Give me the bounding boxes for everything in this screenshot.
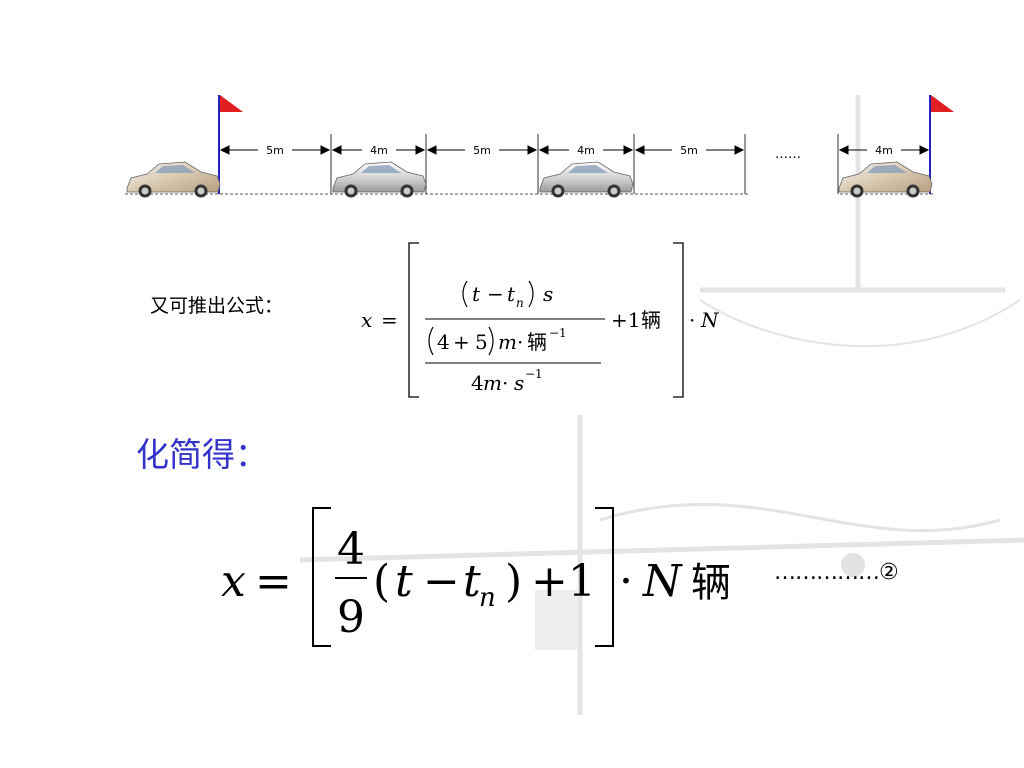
f2-dot: · — [619, 556, 633, 607]
f1-den-dot: · — [517, 330, 523, 354]
gap-label-2: 4m — [370, 144, 388, 157]
f2-tn-sub: n — [479, 583, 496, 613]
f2-right-bracket — [595, 507, 614, 647]
simplify-label: 化简得： — [136, 435, 268, 474]
f2-left-paren: ( — [373, 556, 390, 607]
car-icon — [838, 161, 933, 198]
f1-den-4: 4 — [437, 330, 450, 354]
formula-1: x = t − t n s 4 + 5 m · 辆 −1 4 m · s −1 … — [361, 242, 720, 398]
f1-t: t — [472, 282, 481, 306]
f1-s: s — [543, 282, 553, 306]
car-icon — [539, 161, 634, 198]
f1-den-m: m — [498, 330, 517, 354]
f1-plus-one-unit: 辆 — [641, 308, 661, 332]
f1-den2-s: s — [514, 371, 524, 395]
ellipsis-text: …… — [775, 147, 801, 162]
f1-right-bracket — [673, 242, 684, 398]
f1-left-bracket — [408, 242, 419, 398]
f2-right-paren: ) — [505, 556, 522, 607]
gap-label-1: 5m — [266, 144, 284, 157]
f1-den-unit: 辆 — [527, 330, 547, 354]
car-spacing-diagram: 5m 4m 5m 4m 5m 4m …… — [125, 95, 954, 198]
gap-label-3: 5m — [473, 144, 491, 157]
f1-den-exp: −1 — [549, 326, 567, 340]
f2-eq: = — [255, 556, 292, 607]
f2-plus-one: +1 — [531, 556, 596, 607]
gap-label-5: 5m — [680, 144, 698, 157]
f1-dot: · — [689, 308, 695, 332]
f1-den-plus: + — [453, 330, 470, 354]
f1-plus-one: +1 — [611, 308, 640, 332]
f1-N: N — [700, 308, 720, 332]
intro-label: 又可推出公式： — [150, 295, 284, 317]
f2-tn: t — [463, 556, 481, 607]
f1-den-5: 5 — [475, 330, 488, 354]
start-flag-icon — [218, 95, 243, 194]
f1-minus: − — [487, 282, 504, 306]
f2-numerator: 4 — [337, 524, 365, 575]
car-icon — [332, 161, 427, 198]
f2-N: N — [642, 556, 683, 607]
formula-2: x = 4 9 ( t − t n ) +1 · N 辆 — [221, 507, 731, 647]
f2-denominator: 9 — [337, 592, 365, 643]
car-icon — [126, 161, 221, 198]
f2-minus: − — [423, 556, 460, 607]
f1-den2-dot: · — [502, 371, 508, 395]
f1-eq: = — [381, 308, 398, 332]
end-flag-icon — [929, 95, 954, 194]
f2-t: t — [395, 556, 413, 607]
f2-left-bracket — [312, 507, 331, 647]
f1-den2-4: 4 — [471, 371, 484, 395]
f1-tn: t — [507, 282, 516, 306]
gap-label-6: 4m — [875, 144, 893, 157]
f1-den2-exp: −1 — [525, 367, 543, 381]
gap-label-4: 4m — [577, 144, 595, 157]
f2-x: x — [221, 556, 246, 607]
f1-x: x — [361, 308, 372, 332]
f1-tn-sub: n — [516, 296, 524, 310]
f2-unit: 辆 — [691, 560, 731, 606]
f1-den2-m: m — [483, 371, 502, 395]
equation-number: ……………② — [774, 560, 899, 585]
